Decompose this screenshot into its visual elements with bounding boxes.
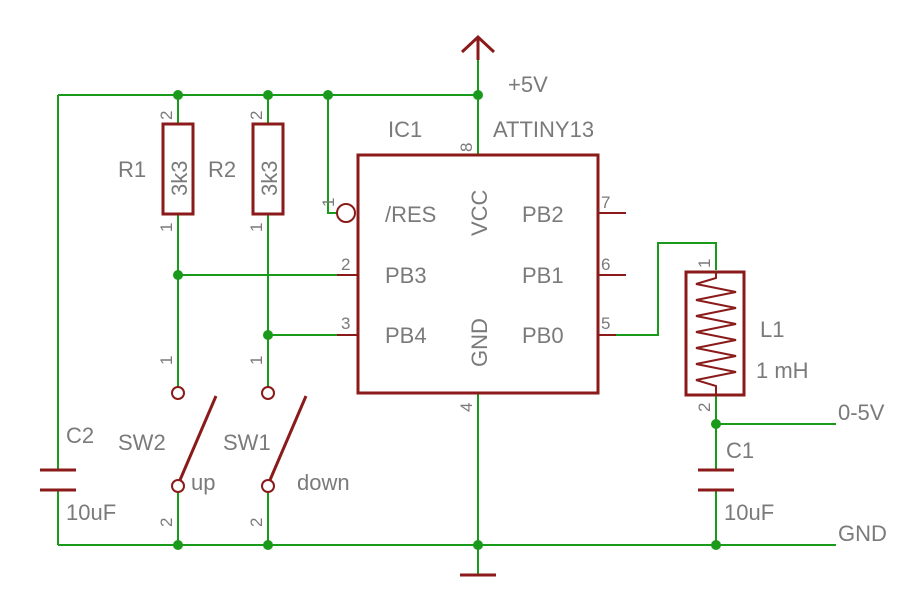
pin-number-gnd: 4 bbox=[457, 403, 476, 412]
capacitor-ref: C1 bbox=[726, 438, 754, 463]
capacitor-value: 10uF bbox=[66, 500, 116, 525]
vcc-symbol: +5V bbox=[460, 34, 548, 97]
junction bbox=[711, 419, 721, 429]
pin-number: 2 bbox=[247, 518, 266, 527]
junction bbox=[263, 90, 273, 100]
resistor-r2: R2 3k3 2 1 bbox=[208, 111, 285, 232]
capacitor-ref: C2 bbox=[66, 423, 94, 448]
pin-number: 2 bbox=[695, 403, 714, 412]
wires bbox=[57, 55, 836, 575]
junction bbox=[473, 90, 483, 100]
inductor-l1: L1 1 mH 1 2 bbox=[684, 259, 809, 412]
gnd-symbol: GND bbox=[460, 521, 887, 577]
junction bbox=[173, 90, 183, 100]
switch-ref: SW1 bbox=[223, 430, 271, 455]
pin-number-res: 1 bbox=[319, 198, 338, 207]
pin-number-pb3: 2 bbox=[341, 255, 350, 274]
pin-label-pb4: PB4 bbox=[385, 323, 427, 348]
wire-sw-bottom bbox=[177, 492, 269, 545]
junction bbox=[263, 330, 273, 340]
pin-label-vcc: VCC bbox=[467, 189, 492, 236]
capacitor-c1: C1 10uF bbox=[698, 438, 774, 525]
inductor-ref: L1 bbox=[760, 317, 784, 342]
switch-contact bbox=[261, 479, 275, 493]
resistor-ref: R2 bbox=[208, 157, 236, 182]
vcc-label: +5V bbox=[508, 72, 548, 97]
capacitor-plates bbox=[40, 468, 76, 492]
pin-number: 2 bbox=[247, 111, 266, 120]
junction bbox=[173, 540, 183, 550]
resistor-r1: R1 3k3 2 1 bbox=[118, 111, 195, 232]
inductor-zigzag bbox=[695, 272, 737, 395]
pin-number: 2 bbox=[157, 111, 176, 120]
pin-number-pb2: 7 bbox=[601, 193, 610, 212]
pin-number: 1 bbox=[247, 356, 266, 365]
capacitor-value: 10uF bbox=[724, 500, 774, 525]
ic-pins bbox=[337, 212, 626, 336]
pin-number: 1 bbox=[157, 356, 176, 365]
switch-label: down bbox=[297, 470, 350, 495]
switch-lever bbox=[268, 395, 308, 481]
pin-label-res: /RES bbox=[385, 202, 436, 227]
pin-number: 1 bbox=[247, 223, 266, 232]
junction bbox=[473, 540, 483, 550]
resistor-body bbox=[161, 122, 195, 216]
pin-number-pb1: 6 bbox=[601, 255, 610, 274]
pin-number-pb0: 5 bbox=[601, 314, 610, 333]
pin-number: 1 bbox=[157, 223, 176, 232]
junction bbox=[173, 270, 183, 280]
wire-l1-out bbox=[715, 395, 836, 425]
pin-number: 2 bbox=[157, 518, 176, 527]
pin-number: 1 bbox=[695, 259, 714, 268]
vcc-arrow bbox=[460, 34, 496, 60]
pin-number-pb4: 3 bbox=[341, 314, 350, 333]
capacitor-c2: C2 10uF bbox=[40, 423, 116, 525]
junction bbox=[263, 540, 273, 550]
switch-ref: SW2 bbox=[118, 430, 166, 455]
switch-contact bbox=[261, 386, 275, 400]
gnd-label: GND bbox=[838, 521, 887, 546]
res-pin-bubble bbox=[336, 203, 356, 223]
capacitor-plates bbox=[698, 468, 734, 492]
wire-res bbox=[327, 95, 337, 214]
pin-label-gnd: GND bbox=[467, 318, 492, 367]
junctions bbox=[173, 90, 721, 550]
resistor-body bbox=[251, 122, 285, 216]
pin-number-vcc: 8 bbox=[457, 143, 476, 152]
switch-contact bbox=[171, 386, 185, 400]
pin-label-pb0: PB0 bbox=[522, 323, 564, 348]
ic-ref: IC1 bbox=[388, 117, 422, 142]
pin-label-pb2: PB2 bbox=[522, 202, 564, 227]
junction bbox=[711, 540, 721, 550]
switch-lever bbox=[178, 395, 218, 481]
ic1: IC1 ATTINY13 /RES PB3 PB4 PB2 PB1 PB0 VC… bbox=[319, 117, 626, 412]
switch-sw1: SW1 down 1 2 bbox=[223, 356, 350, 527]
pin-label-pb3: PB3 bbox=[385, 263, 427, 288]
resistor-ref: R1 bbox=[118, 157, 146, 182]
junction bbox=[323, 90, 333, 100]
resistor-value: 3k3 bbox=[167, 161, 192, 196]
inductor-value: 1 mH bbox=[756, 358, 809, 383]
wire-pb0 bbox=[598, 242, 717, 336]
resistor-value: 3k3 bbox=[257, 161, 282, 196]
pin-label-pb1: PB1 bbox=[522, 263, 564, 288]
switch-label: up bbox=[191, 470, 215, 495]
ic-value: ATTINY13 bbox=[493, 117, 594, 142]
switch-contact bbox=[171, 479, 185, 493]
switch-sw2: SW2 up 1 2 bbox=[118, 356, 218, 527]
output-label: 0-5V bbox=[838, 400, 885, 425]
